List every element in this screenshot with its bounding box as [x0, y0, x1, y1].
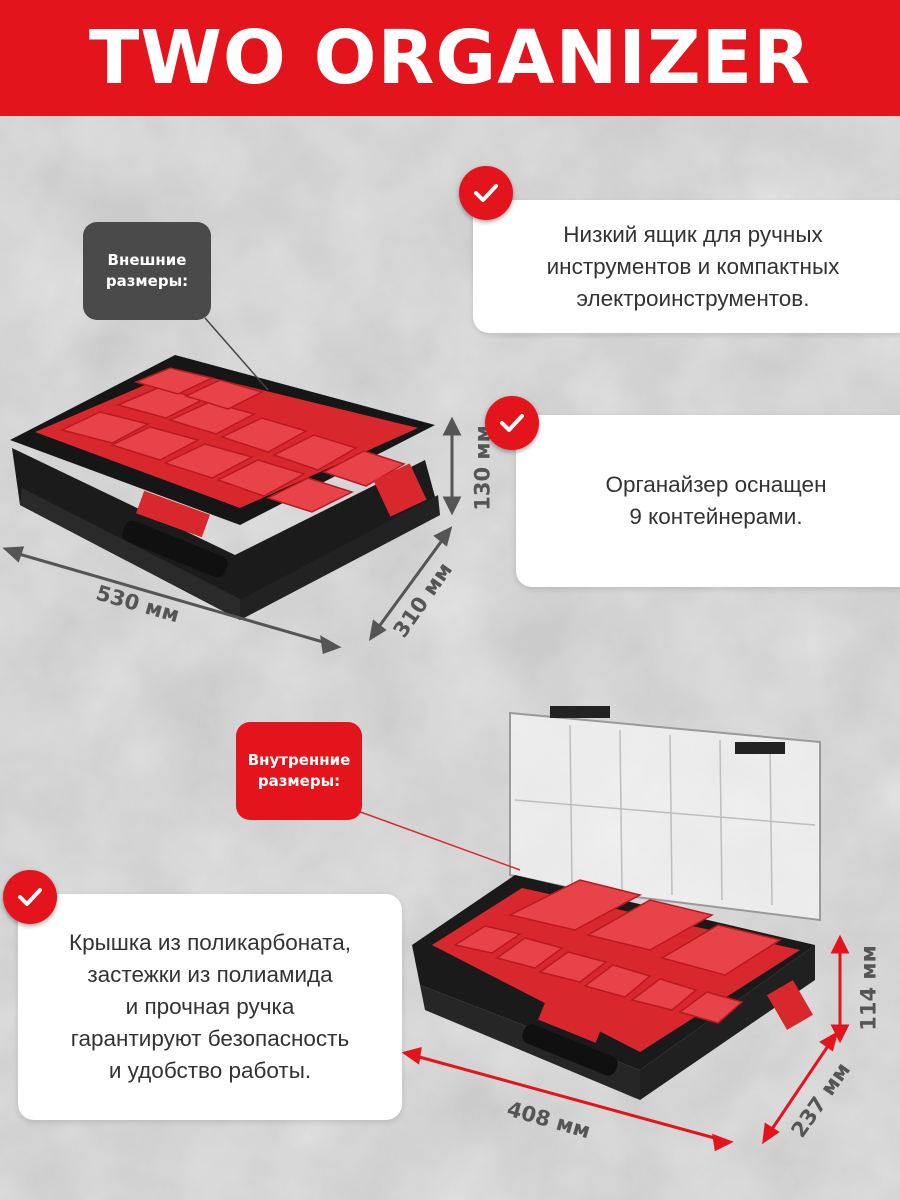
page-title: TWO ORGANIZER — [0, 0, 900, 116]
feature-text: Низкий ящик для ручных — [563, 221, 823, 247]
organizer-closed-image — [10, 317, 440, 620]
inner-dimensions-label: Внутренние размеры: — [236, 722, 362, 820]
inner-height-text: 114 мм — [856, 945, 881, 1031]
check-icon — [3, 870, 57, 924]
feature-card-2: Органайзер оснащен 9 контейнерами. — [516, 415, 900, 587]
inner-label-line: Внутренние — [247, 751, 351, 769]
outer-label-line: размеры: — [105, 272, 189, 290]
check-icon — [459, 166, 513, 220]
feature-text: и удобство работы. — [108, 1058, 312, 1083]
feature-text: 9 контейнерами. — [629, 504, 803, 529]
inner-label-line: размеры: — [257, 772, 341, 790]
inner-dimension-arrows — [401, 934, 850, 1152]
outer-dimensions-label: Внешние размеры: — [83, 222, 211, 320]
feature-text: Органайзер оснащен — [605, 472, 827, 497]
feature-card-1: Низкий ящик для ручных инструментов и ко… — [473, 200, 900, 333]
feature-text: электроинструментов. — [576, 285, 810, 311]
outer-label-line: Внешние — [107, 251, 187, 269]
feature-card-3: Крышка из поликарбоната, застежки из пол… — [18, 894, 402, 1120]
feature-text: застежки из полиамида — [87, 962, 333, 987]
check-icon — [485, 396, 539, 450]
feature-text: Крышка из поликарбоната, — [68, 930, 351, 955]
outer-dimension-arrows — [2, 416, 462, 655]
feature-text: и прочная ручка — [125, 994, 295, 1019]
feature-text: инструментов и компактных — [546, 253, 840, 279]
organizer-open-image — [354, 706, 821, 1100]
feature-text: гарантируют безопасность — [70, 1026, 350, 1051]
